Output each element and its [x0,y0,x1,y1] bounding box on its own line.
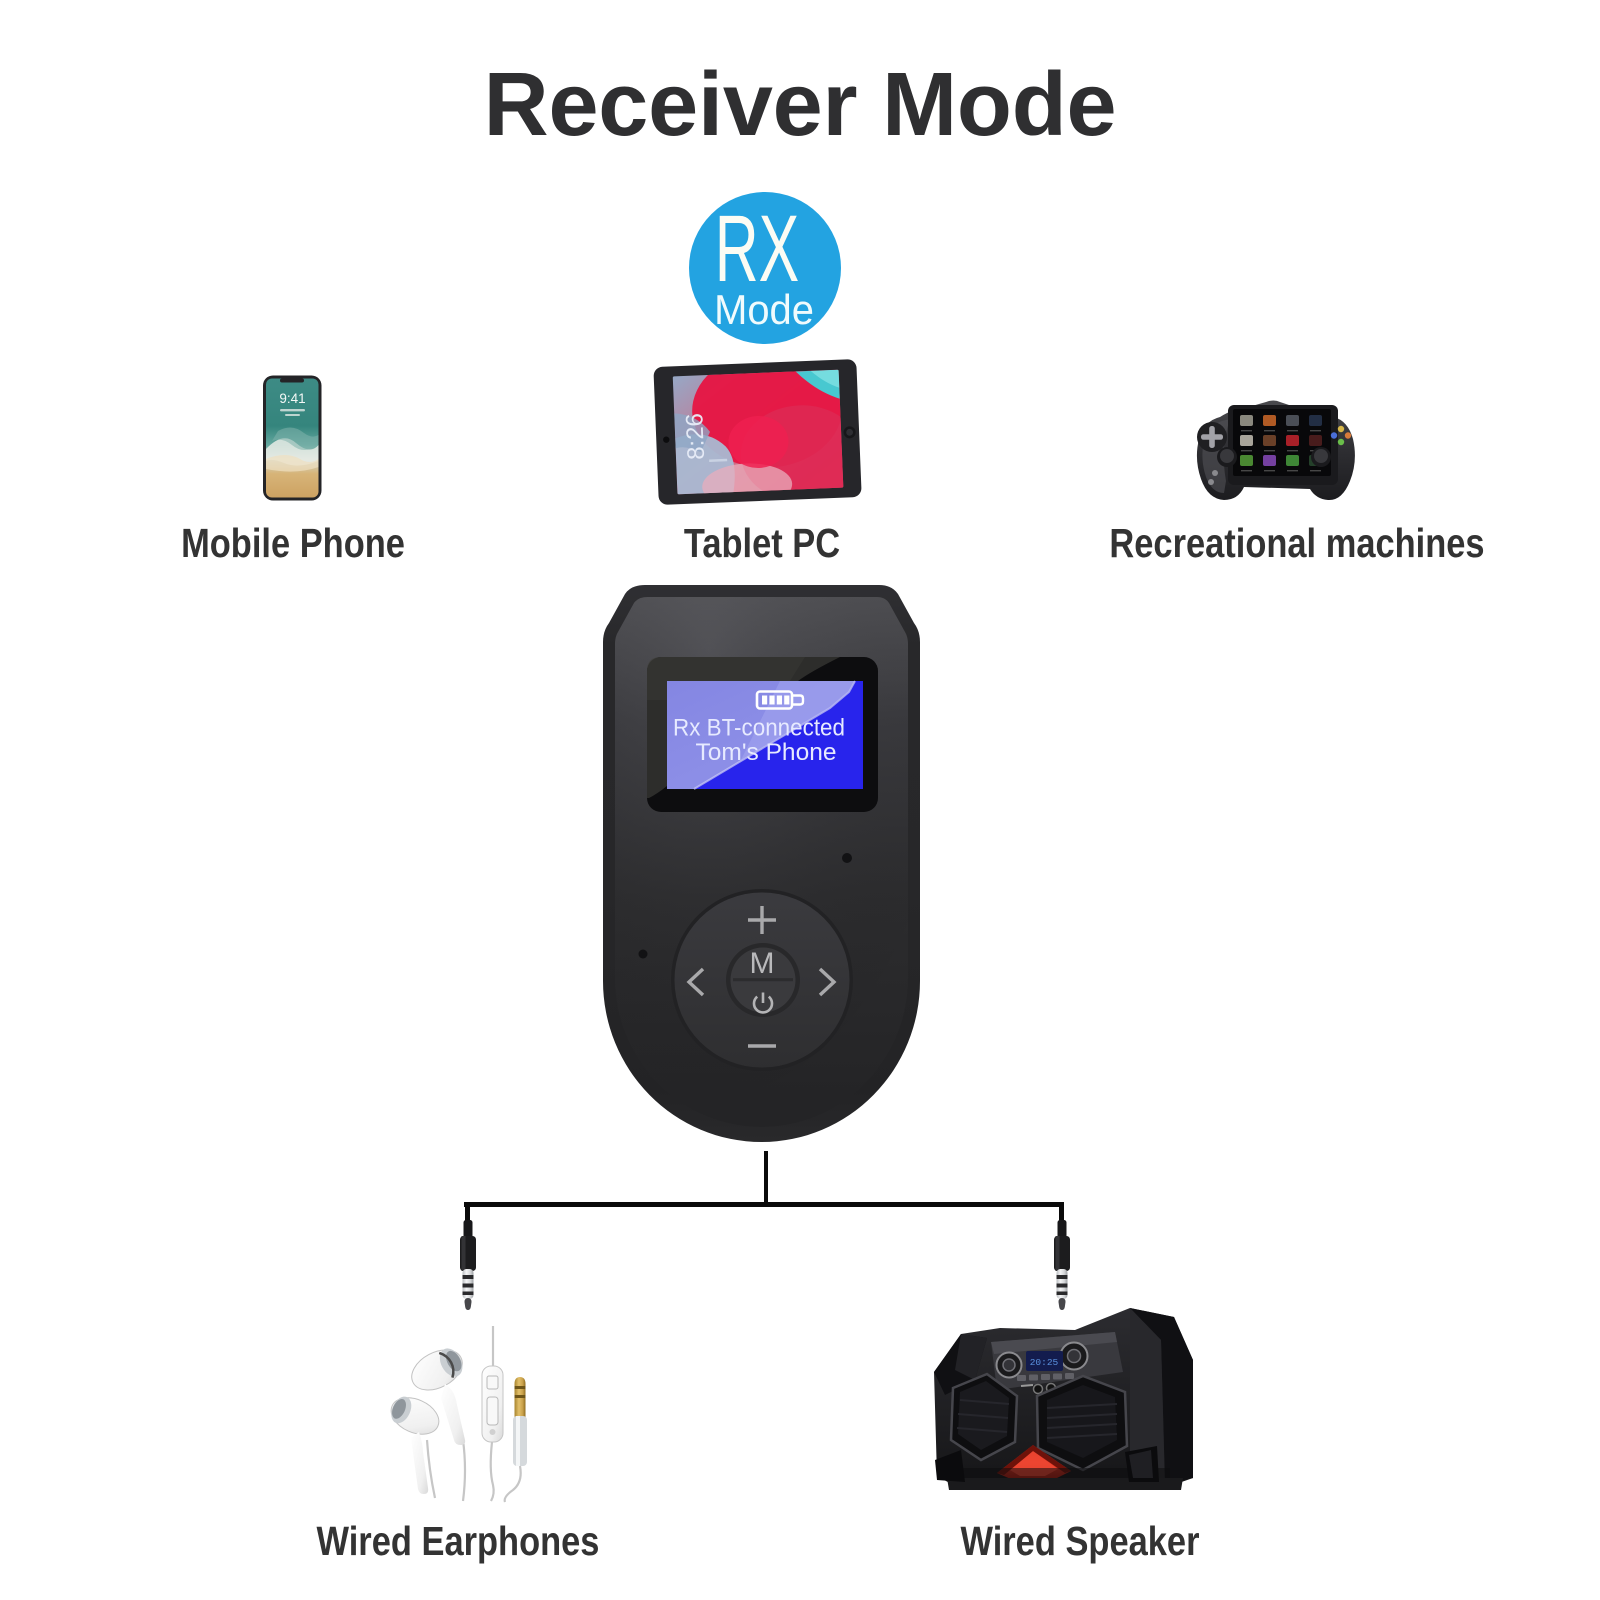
svg-text:8:26: 8:26 [681,413,710,461]
svg-text:9:41: 9:41 [279,391,305,406]
svg-text:20:25: 20:25 [1030,1357,1059,1368]
svg-text:Tom's Phone: Tom's Phone [696,739,837,766]
svg-text:Rx BT-connected: Rx BT-connected [673,715,845,742]
svg-text:M: M [750,947,775,980]
